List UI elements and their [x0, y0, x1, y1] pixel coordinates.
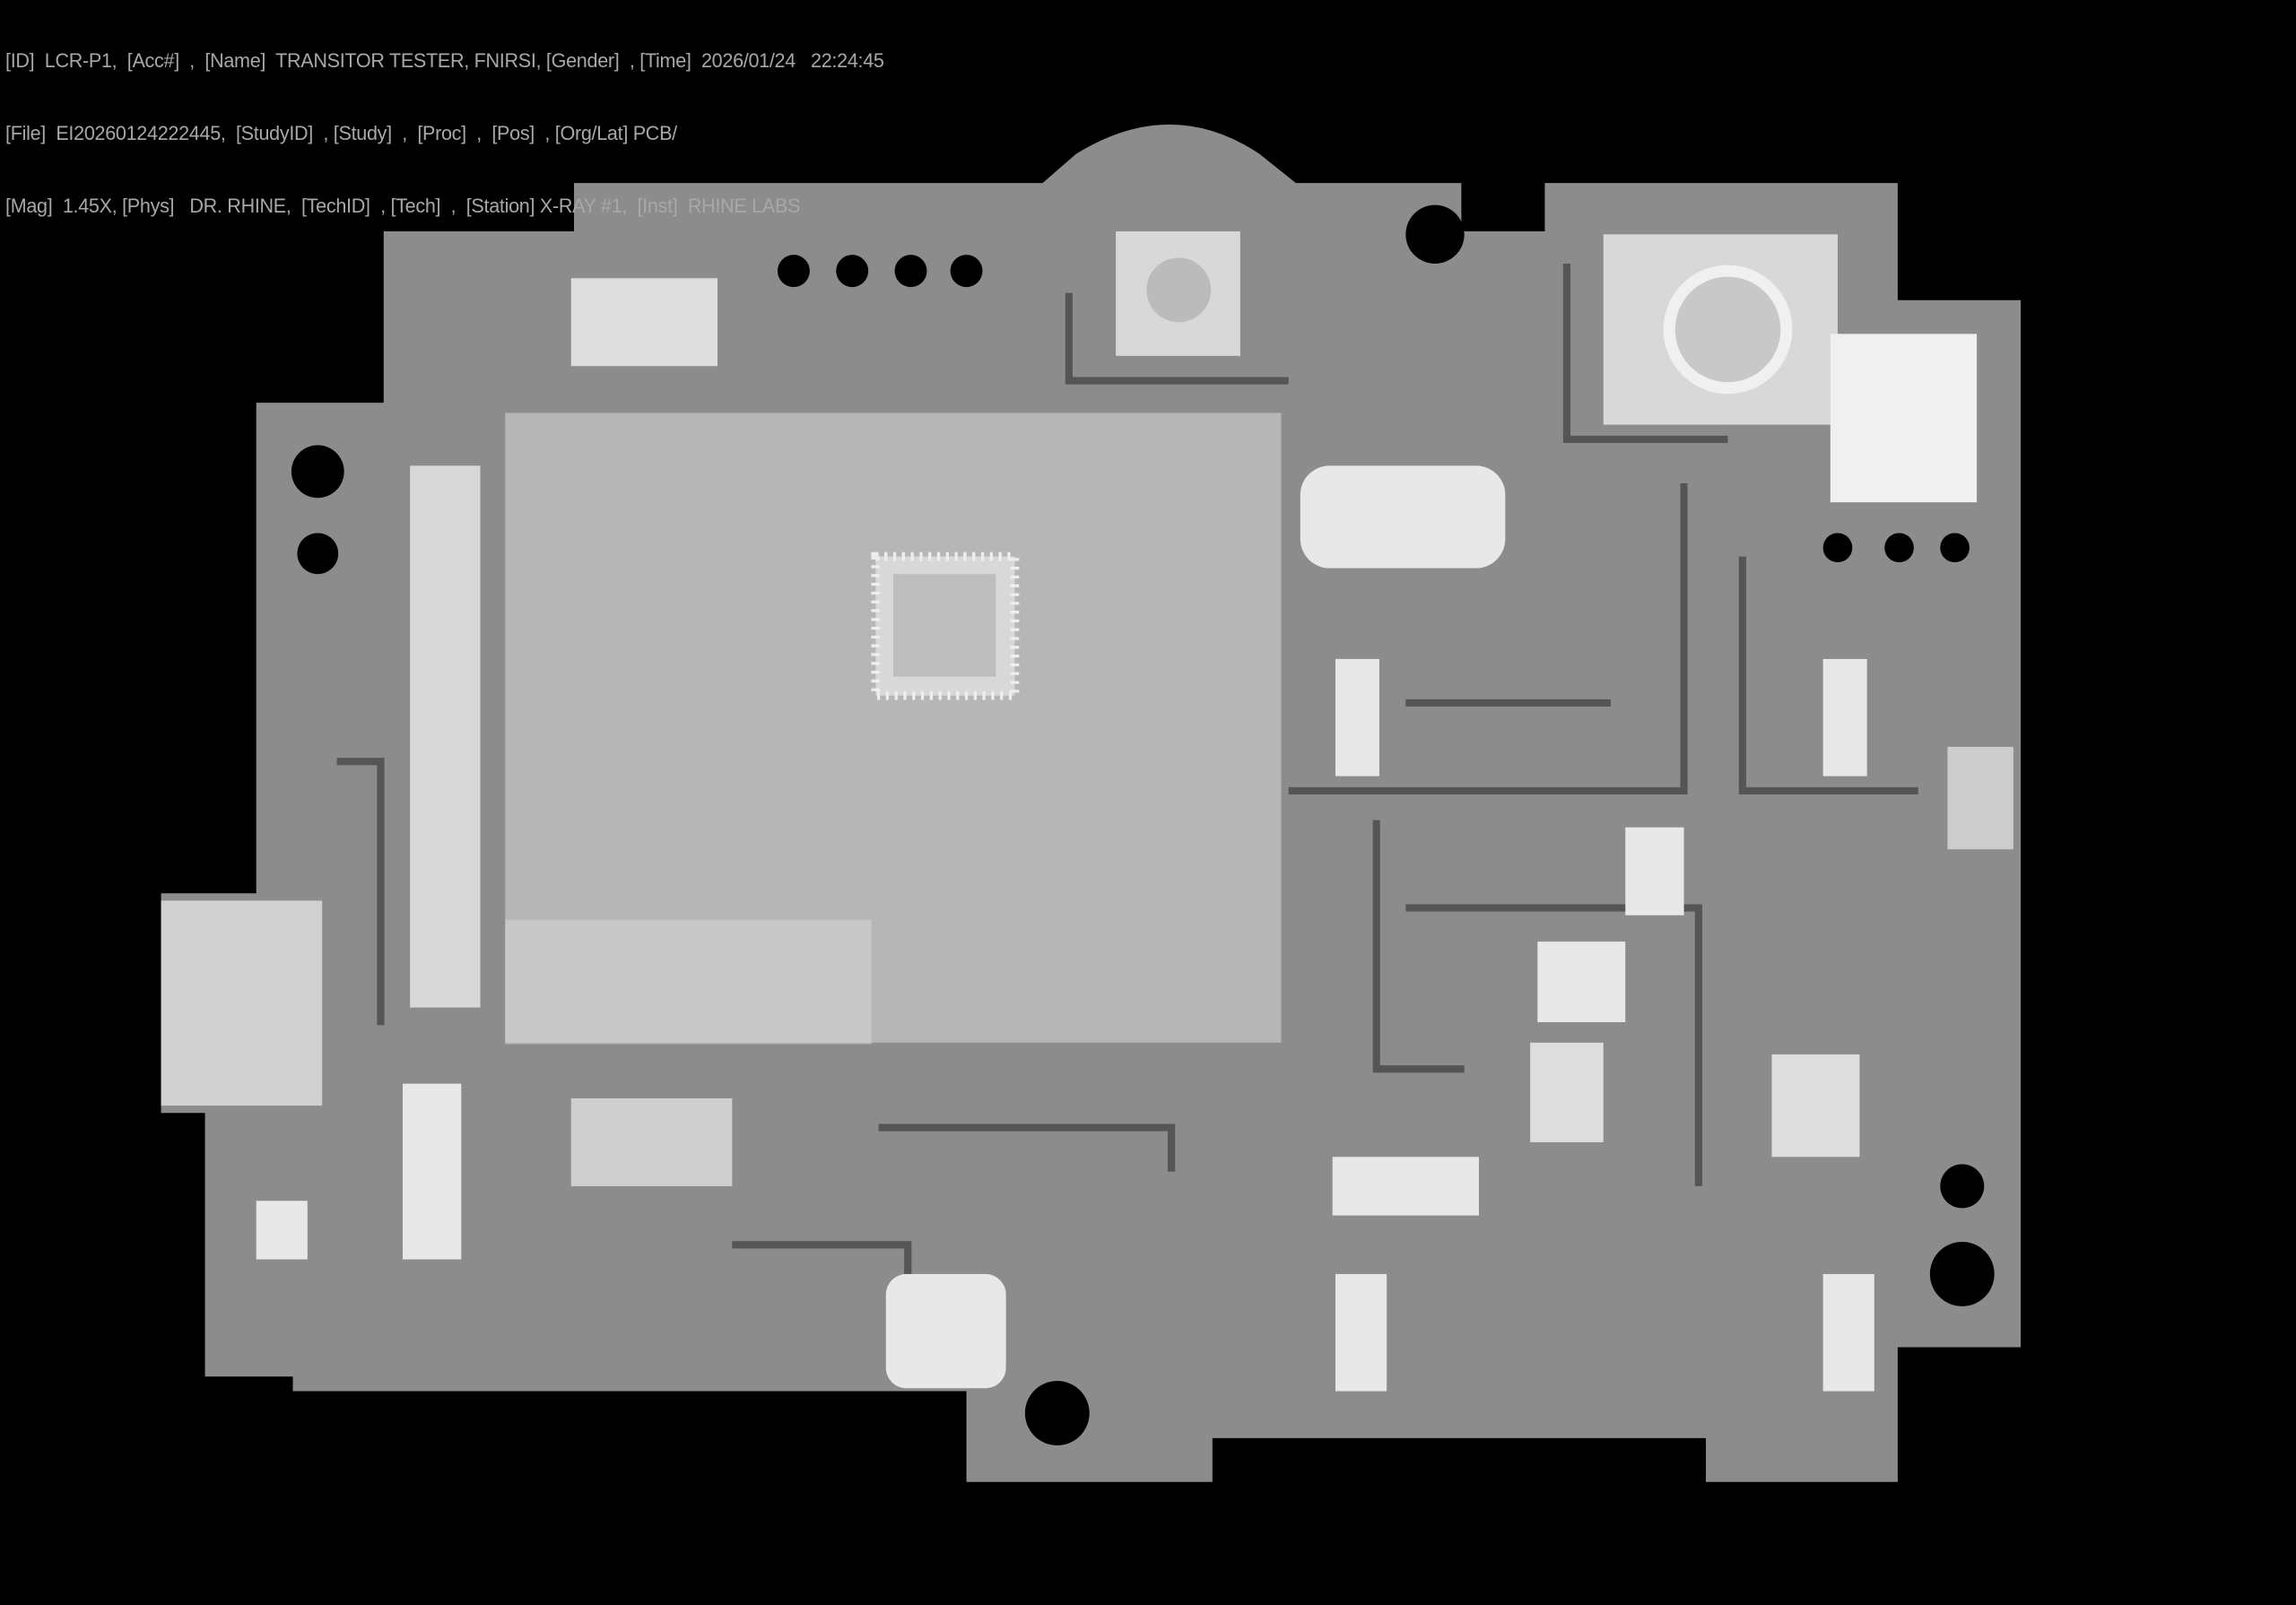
dicom-info-overlay: [ID] LCR-P1, [Acc#] , [Name] TRANSITOR T… — [5, 0, 884, 242]
microcontroller-chip — [871, 551, 1020, 700]
info-line-patient: [ID] LCR-P1, [Acc#] , [Name] TRANSITOR T… — [5, 49, 884, 72]
info-line-file: [File] EI20260124222445, [StudyID] , [St… — [5, 122, 677, 144]
mounting-holes — [291, 204, 1995, 1445]
info-line-acquisition: [Mag] 1.45X, [Phys] DR. RHINE, [TechID] … — [5, 195, 801, 217]
display-module — [505, 412, 1282, 1045]
components — [161, 231, 2013, 1392]
